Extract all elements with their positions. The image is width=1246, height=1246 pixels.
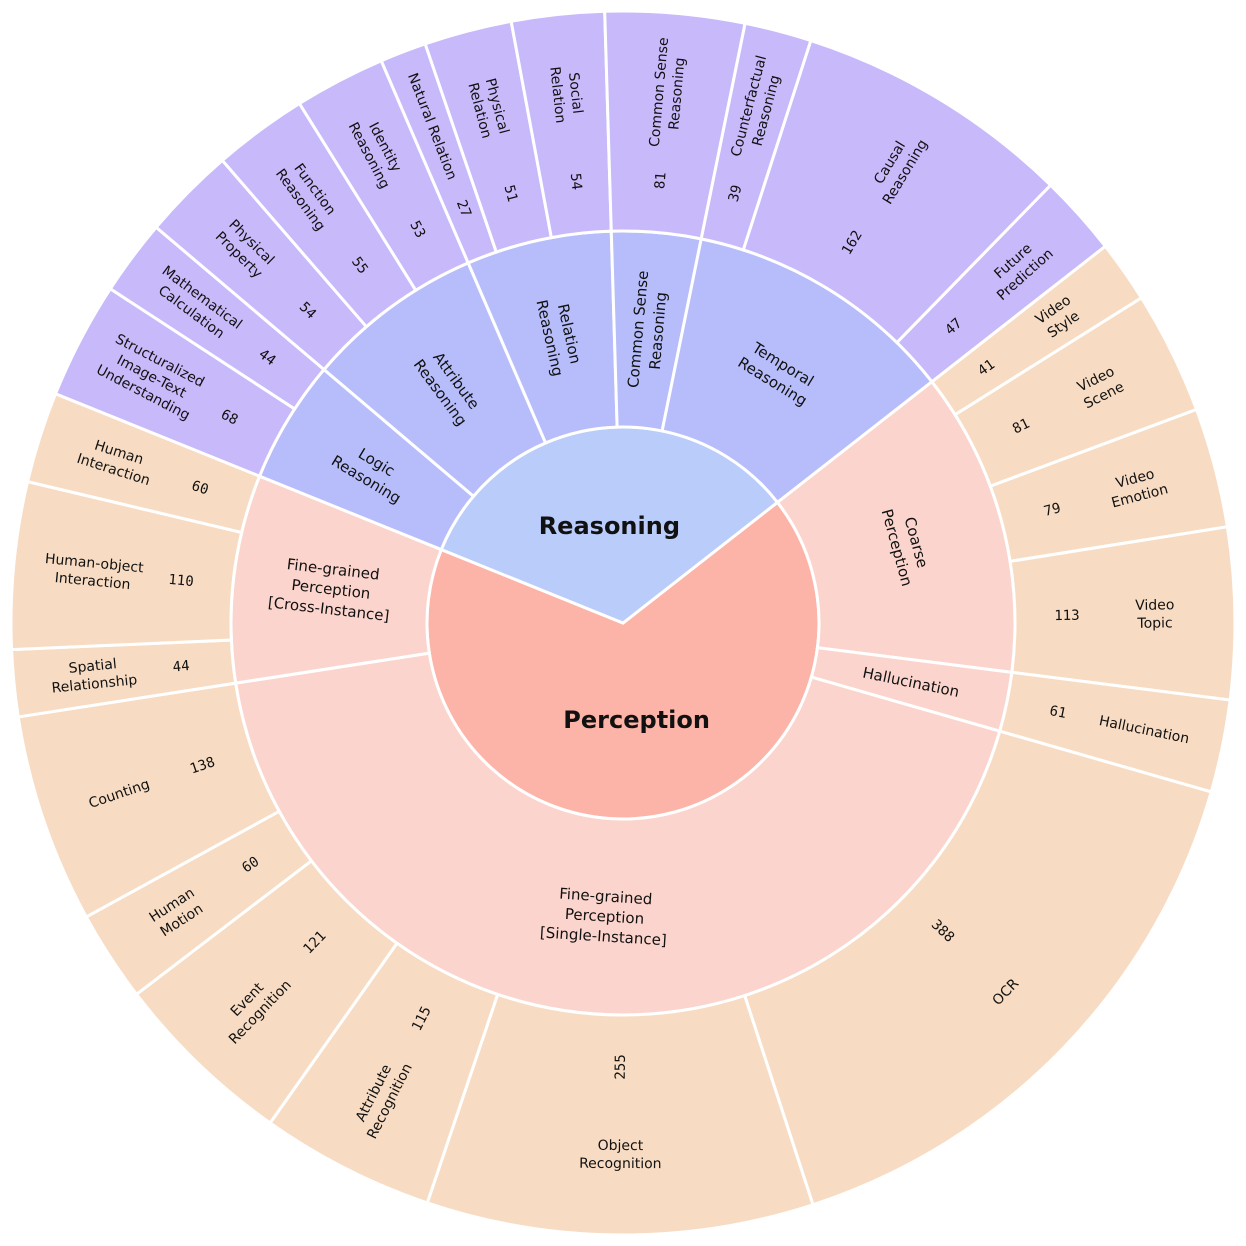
value-label-hallucination: 61 xyxy=(1048,703,1068,722)
value-label-human-motion: 60 xyxy=(239,854,262,877)
core-ring xyxy=(425,425,821,821)
value-label-video-emotion: 79 xyxy=(1042,500,1062,520)
subcategory-future-prediction xyxy=(894,183,1108,384)
value-label-spatial-relationship: 44 xyxy=(172,658,190,676)
value-label-natural-relation: 27 xyxy=(453,198,474,219)
value-label-common-sense-reasoning: 81 xyxy=(652,172,669,190)
value-label-counterfactual-reasoning: 39 xyxy=(726,183,746,203)
value-label-human-interaction: 60 xyxy=(190,478,211,498)
subcategory-label-physical-relation: PhysicalRelation xyxy=(464,77,511,141)
category-label-relation-reasoning: RelationReasoning xyxy=(532,294,586,378)
value-label-identity-reasoning: 53 xyxy=(406,218,428,240)
value-label-video-scene: 81 xyxy=(1010,416,1032,438)
core-label-reasoning: Reasoning xyxy=(539,512,680,540)
value-label-physical-relation: 51 xyxy=(501,183,521,203)
value-label-counting: 138 xyxy=(188,754,217,777)
core-label-perception: Perception xyxy=(563,706,710,734)
subcategory-label-video-topic: VideoTopic xyxy=(1135,597,1175,632)
value-label-video-style: 41 xyxy=(975,357,998,380)
value-label-human-object-interaction: 110 xyxy=(168,572,195,590)
value-label-structuralized-image-text-understanding: 68 xyxy=(218,407,240,429)
value-label-object-recognition: 255 xyxy=(613,1054,629,1079)
subcategory-ocr xyxy=(742,729,1214,1207)
subcategory-label-social-relation: SocialRelation xyxy=(546,64,586,124)
value-label-video-topic: 113 xyxy=(1054,608,1080,624)
subcategory-ring xyxy=(9,9,1237,1237)
value-label-social-relation: 54 xyxy=(567,172,585,190)
